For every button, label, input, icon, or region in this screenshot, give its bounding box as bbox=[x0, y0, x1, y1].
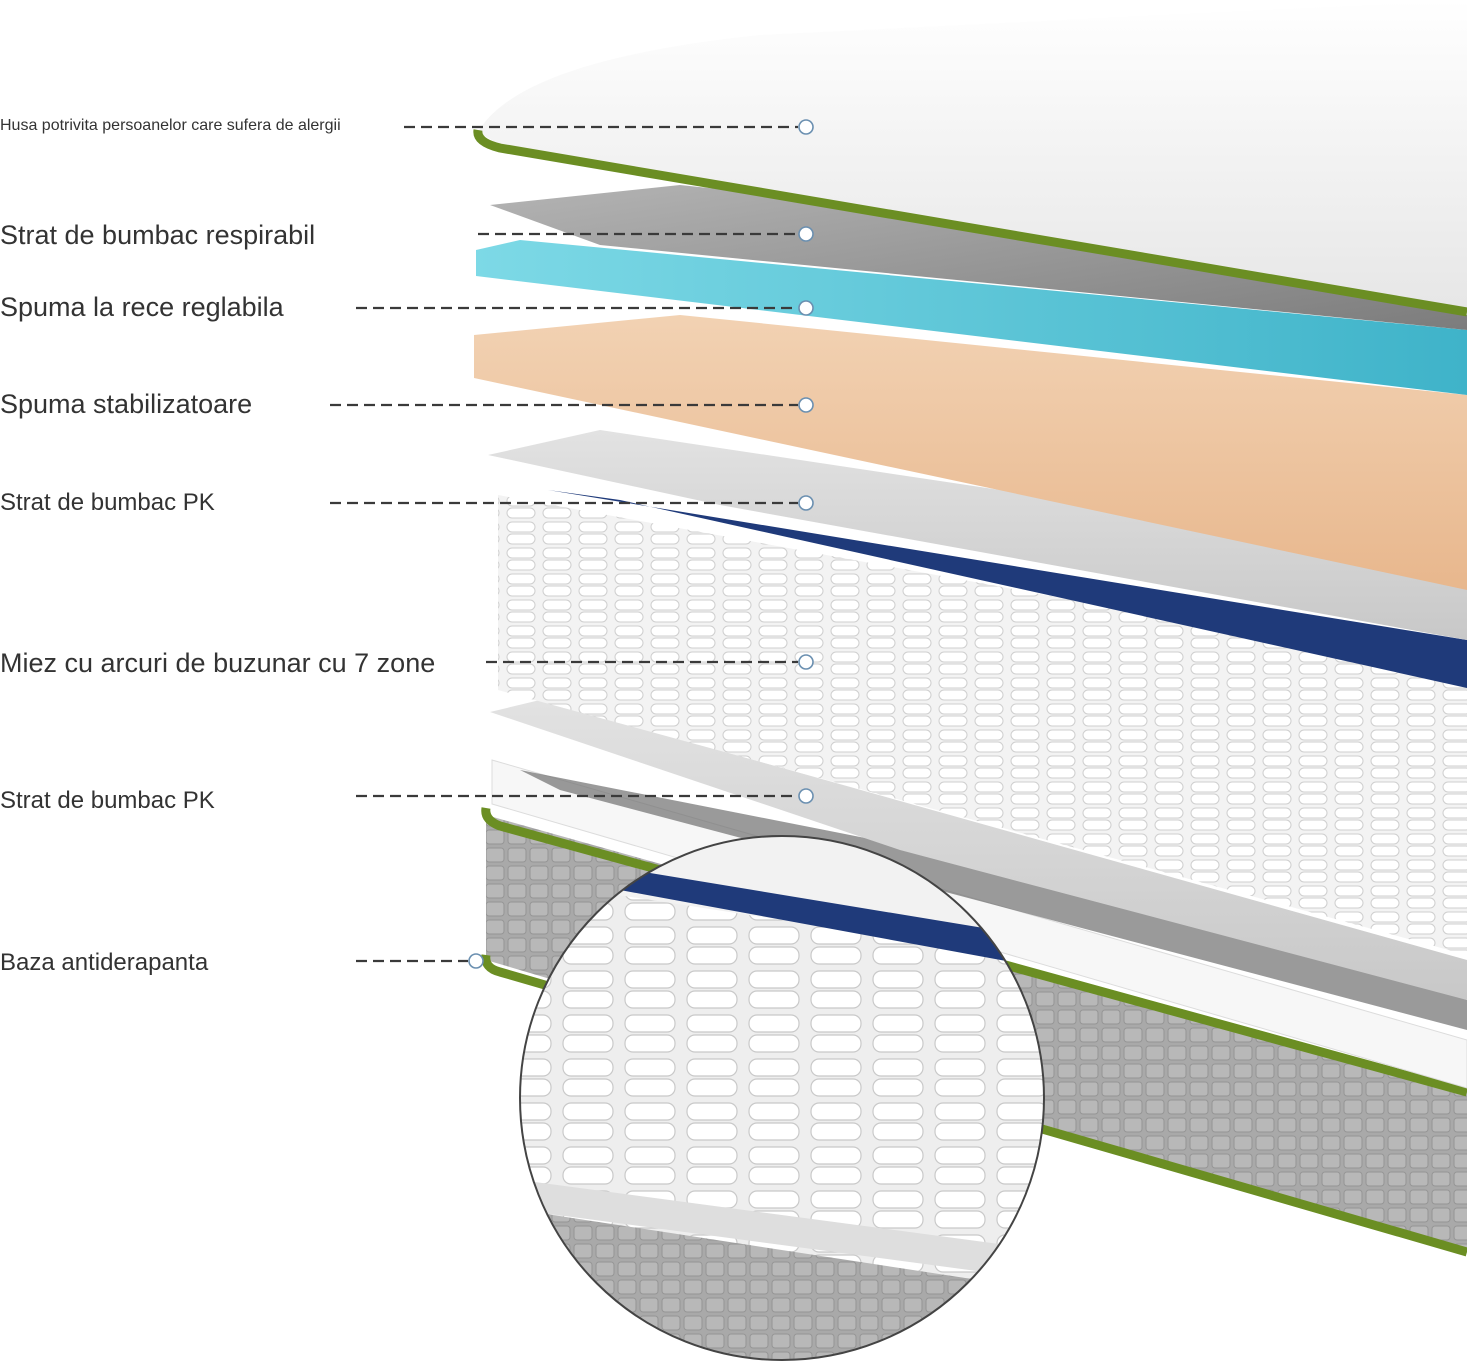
label-stabilizing-foam: Spuma stabilizatoare bbox=[0, 389, 253, 419]
cover-fabric bbox=[478, 0, 1467, 315]
cover-green-piping bbox=[473, 129, 1467, 317]
base-green-piping-bottom bbox=[481, 954, 1467, 1257]
breathable-cotton-layer bbox=[490, 185, 1467, 330]
marker-dot-breathable-cotton bbox=[798, 226, 814, 242]
marker-dot-cover bbox=[798, 119, 814, 135]
label-pk-cotton-top: Strat de bumbac PK bbox=[0, 489, 215, 516]
marker-dot-cool-foam bbox=[798, 300, 814, 316]
marker-dot-stabilizing-foam bbox=[798, 397, 814, 413]
spring-detail-magnifier bbox=[519, 835, 1045, 1361]
label-pocket-spring-core: Miez cu arcuri de buzunar cu 7 zone bbox=[0, 648, 436, 678]
top-cover bbox=[473, 0, 1467, 317]
label-breathable-cotton: Strat de bumbac respirabil bbox=[0, 220, 316, 250]
label-pk-cotton-bottom: Strat de bumbac PK bbox=[0, 787, 215, 814]
marker-dot-non-slip-base bbox=[468, 953, 484, 969]
stabilizing-foam-layer bbox=[474, 315, 1467, 590]
label-non-slip-base: Baza antiderapanta bbox=[0, 949, 209, 976]
base-green-piping-top bbox=[481, 807, 1467, 1097]
spring-side bbox=[498, 495, 1467, 955]
marker-dots bbox=[468, 119, 814, 969]
pocket-spring-layer bbox=[498, 490, 1467, 955]
base-gap-shadow bbox=[520, 770, 1467, 1030]
pk-cotton-bottom-layer bbox=[490, 700, 1467, 1000]
label-cover: Husa potrivita persoanelor care sufera d… bbox=[0, 117, 341, 134]
pk-cotton-top-layer bbox=[488, 430, 1467, 640]
marker-dot-pk-cotton-top bbox=[798, 495, 814, 511]
leader-lines bbox=[330, 125, 798, 963]
label-cool-foam: Spuma la rece reglabila bbox=[0, 292, 284, 322]
marker-dot-pocket-spring-core bbox=[798, 654, 814, 670]
marker-dot-pk-cotton-bottom bbox=[798, 788, 814, 804]
cool-foam-layer bbox=[476, 240, 1467, 395]
